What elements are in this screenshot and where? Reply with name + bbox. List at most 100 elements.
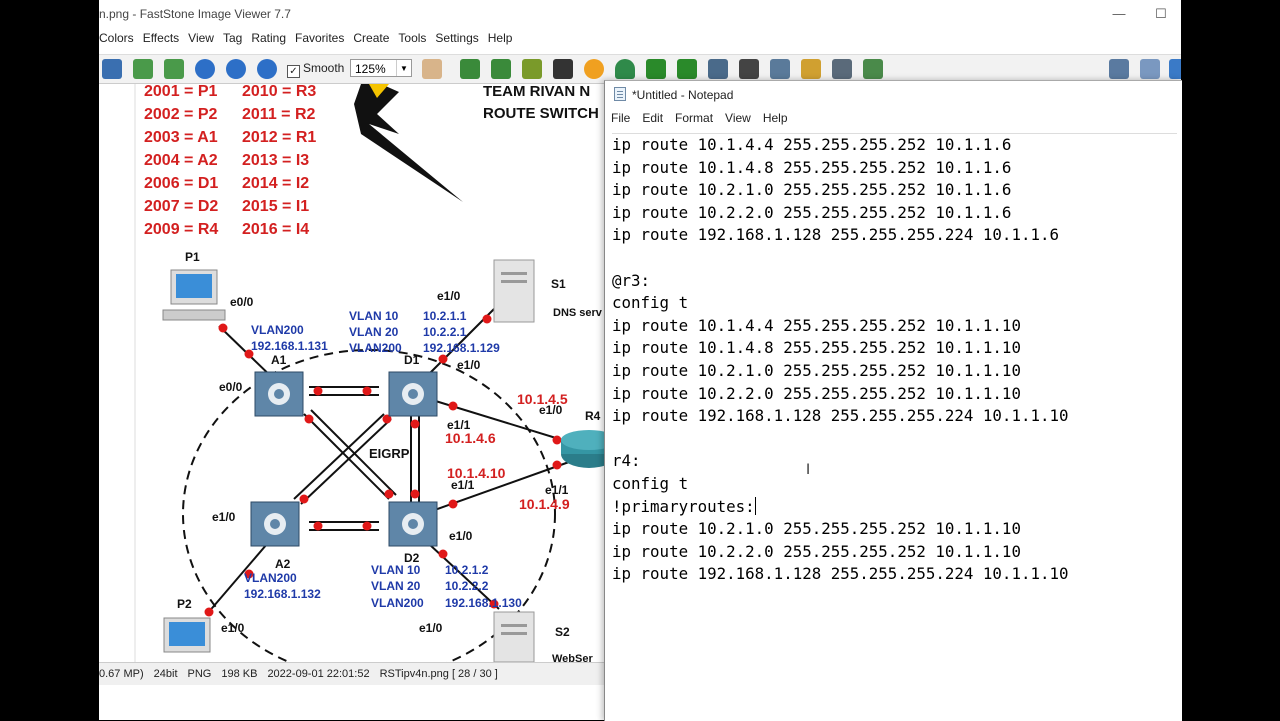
notepad-text-area[interactable]: ip route 10.1.4.4 255.255.255.252 10.1.1… — [612, 133, 1177, 714]
text-line: ip route 192.168.1.128 255.255.255.224 1… — [612, 563, 1177, 586]
menu-tag[interactable]: Tag — [222, 31, 243, 45]
person-icon[interactable] — [615, 59, 635, 79]
clipboard-icon[interactable] — [863, 59, 883, 79]
chevron-down-icon[interactable]: ▼ — [396, 60, 411, 76]
left-black-bar — [0, 0, 99, 720]
previous-image-icon[interactable] — [133, 59, 153, 79]
link-a2-d1-b — [300, 418, 392, 505]
actual-size-icon[interactable] — [257, 59, 277, 79]
port-dots — [204, 314, 562, 617]
label-a2-ip: 192.168.1.132 — [244, 587, 321, 601]
menu-tools[interactable]: Tools — [398, 31, 427, 45]
text-line-content: ip route 10.1.4.8 255.255.255.252 10.1.1… — [612, 157, 1012, 177]
router-r4 — [561, 430, 617, 468]
email-icon[interactable] — [801, 59, 821, 79]
text-line: !primaryroutes: — [612, 496, 1177, 519]
port-dot — [448, 401, 458, 411]
monitor-icon[interactable] — [739, 59, 759, 79]
label-s2: S2 — [555, 625, 570, 639]
label-d1-vlan20: VLAN 20 — [349, 325, 399, 339]
legend-left-4: 2004 = A2 — [144, 152, 218, 169]
maximize-button[interactable]: ☐ — [1155, 6, 1167, 21]
text-line: config t — [612, 292, 1177, 315]
print-icon[interactable] — [832, 59, 852, 79]
port-dot — [552, 435, 562, 445]
faststone-toolbar: ✓Smooth 125% ▼ — [99, 54, 1181, 84]
zoom-in-icon[interactable] — [195, 59, 215, 79]
browser-view-icon[interactable] — [1109, 59, 1129, 79]
label-s2-e10: e1/0 — [419, 621, 443, 635]
notepad-menu-file[interactable]: File — [611, 111, 631, 125]
draw-icon[interactable] — [770, 59, 790, 79]
crop-icon[interactable] — [491, 59, 511, 79]
menu-view[interactable]: View — [188, 31, 214, 45]
smooth-checkbox[interactable]: ✓ — [287, 65, 300, 78]
brightness-icon[interactable] — [584, 59, 604, 79]
legend-left-2: 2002 = P2 — [144, 106, 218, 123]
smooth-toggle[interactable]: ✓Smooth — [287, 61, 344, 78]
notepad-titlebar[interactable]: *Untitled - Notepad — [605, 81, 1182, 107]
label-ip-10-1-4-6: 10.1.4.6 — [445, 430, 496, 446]
notepad-menu-format[interactable]: Format — [675, 111, 714, 125]
label-d1: D1 — [404, 353, 420, 367]
notepad-menu-edit[interactable]: Edit — [642, 111, 664, 125]
label-r4-e11: e1/1 — [545, 483, 569, 497]
hand-tool-icon[interactable] — [422, 59, 442, 79]
flip-icon[interactable] — [708, 59, 728, 79]
notepad-window[interactable]: *Untitled - Notepad File Edit Format View He… — [604, 80, 1182, 721]
pc-p1 — [162, 269, 226, 321]
save-icon[interactable] — [102, 59, 122, 79]
text-line-content: @r3: — [612, 270, 651, 290]
menu-effects[interactable]: Effects — [142, 31, 180, 45]
menu-help[interactable]: Help — [487, 31, 513, 45]
status-item: PNG — [187, 668, 212, 680]
text-line — [612, 247, 1177, 270]
label-d2-ip2: 10.2.2.2 — [445, 579, 489, 593]
minimize-button[interactable]: — — [1112, 6, 1126, 21]
notepad-menu-help[interactable]: Help — [762, 111, 788, 125]
menu-settings[interactable]: Settings — [435, 31, 479, 45]
zoom-select[interactable]: 125% ▼ — [350, 59, 412, 77]
notepad-menu-view[interactable]: View — [725, 111, 751, 125]
legend-left-7: 2009 = R4 — [144, 221, 218, 238]
team-logo-accent — [369, 84, 389, 98]
menu-favorites[interactable]: Favorites — [295, 31, 345, 45]
port-dot — [313, 521, 323, 531]
legend-right-4: 2013 = I3 — [242, 152, 309, 169]
menu-rating[interactable]: Rating — [251, 31, 286, 45]
resize-icon[interactable] — [460, 59, 480, 79]
label-web-server: WebSer — [552, 653, 593, 662]
window-mode-icon[interactable] — [1169, 59, 1181, 79]
text-line: r4: — [612, 450, 1177, 473]
fullscreen-icon[interactable] — [1140, 59, 1160, 79]
menu-colors[interactable]: Colors — [99, 31, 134, 45]
label-d1-vlan10: VLAN 10 — [349, 309, 399, 323]
adjust-icon[interactable] — [522, 59, 542, 79]
next-image-icon[interactable] — [164, 59, 184, 79]
label-r4-e10: e1/0 — [539, 403, 563, 417]
rotate-right-icon[interactable] — [677, 59, 697, 79]
menu-create[interactable]: Create — [353, 31, 390, 45]
team-title-line1: TEAM RIVAN N — [483, 84, 590, 100]
vlan-labels: VLAN200 192.168.1.131 VLAN200 192.168.1.… — [244, 309, 522, 610]
text-line-content: ip route 10.2.2.0 255.255.255.252 10.1.1… — [612, 202, 1012, 222]
device-legend: 2001 = P1 2002 = P2 2003 = A1 2004 = A2 … — [144, 83, 316, 238]
port-dot — [362, 386, 372, 396]
text-line-content: config t — [612, 293, 689, 313]
text-line-content: ip route 10.2.1.0 255.255.255.252 10.1.1… — [612, 180, 1012, 200]
label-d1-ip2: 10.2.2.1 — [423, 325, 467, 339]
zoom-out-icon[interactable] — [226, 59, 246, 79]
rotate-left-icon[interactable] — [646, 59, 666, 79]
text-line: ip route 10.2.1.0 255.255.255.252 10.1.1… — [612, 179, 1177, 202]
label-d2-ip1: 10.2.1.2 — [445, 563, 489, 577]
text-line-content: ip route 10.2.1.0 255.255.255.252 10.1.1… — [612, 519, 1021, 539]
link-a2-p2 — [206, 543, 268, 615]
color-icon[interactable] — [553, 59, 573, 79]
ip-labels: 10.1.4.5 10.1.4.6 10.1.4.10 10.1.4.9 — [445, 391, 570, 512]
label-d2-vlan20: VLAN 20 — [371, 579, 421, 593]
port-dot — [362, 521, 372, 531]
legend-left-6: 2007 = D2 — [144, 198, 218, 215]
text-line-content: ip route 192.168.1.128 255.255.255.224 1… — [612, 406, 1069, 426]
text-line-content: r4: — [612, 451, 641, 471]
port-dot — [384, 489, 394, 499]
